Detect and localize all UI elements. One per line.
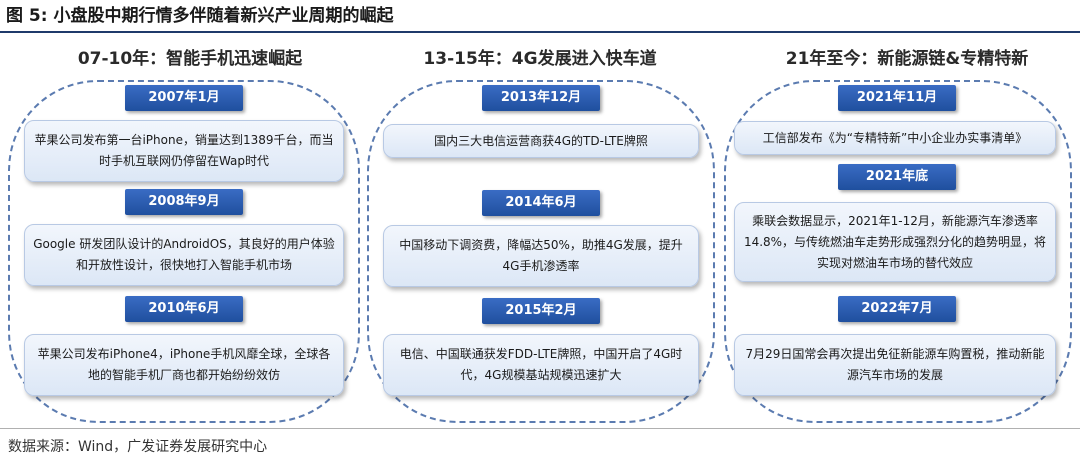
date-badge: 2008年9月 [125,189,243,215]
date-badge: 2013年12月 [482,85,600,111]
event-text: 苹果公司发布iPhone4，iPhone手机风靡全球，全球各地的智能手机厂商也都… [37,347,331,382]
column-title-smartphone: 07-10年：智能手机迅速崛起 [77,49,303,69]
event-card: 苹果公司发布iPhone4，iPhone手机风靡全球，全球各地的智能手机厂商也都… [24,334,344,396]
event-text: 中国移动下调资费，降幅达50%，助推4G发展，提升4G手机渗透率 [399,238,683,273]
event-card: 乘联会数据显示，2021年1-12月，新能源汽车渗透率14.8%，与传统燃油车走… [734,202,1056,282]
event-text: 国内三大电信运营商获4G的TD-LTE牌照 [434,133,648,148]
event-card: 国内三大电信运营商获4G的TD-LTE牌照 [383,124,699,158]
column-title-new-energy: 21年至今：新能源链&专精特新 [785,49,1029,69]
date-badge: 2007年1月 [125,85,243,111]
date-badge: 2010年6月 [125,296,243,322]
event-card: Google 研发团队设计的AndroidOS，其良好的用户体验和开放性设计，很… [24,224,344,286]
panel-new-energy [724,80,1072,423]
source-note: 数据来源：Wind，广发证券发展研究中心 [8,439,268,455]
date-badge: 2015年2月 [482,298,600,324]
event-text: Google 研发团队设计的AndroidOS，其良好的用户体验和开放性设计，很… [33,237,335,272]
event-card: 中国移动下调资费，降幅达50%，助推4G发展，提升4G手机渗透率 [383,225,699,287]
date-badge: 2014年6月 [482,190,600,216]
date-badge: 2021年11月 [838,85,956,111]
figure-title: 图 5: 小盘股中期行情多伴随着新兴产业周期的崛起 [6,6,394,26]
date-badge: 2022年7月 [838,296,956,322]
source-rule [0,428,1080,429]
event-text: 乘联会数据显示，2021年1-12月，新能源汽车渗透率14.8%，与传统燃油车走… [743,213,1047,270]
event-card: 电信、中国联通获发FDD-LTE牌照，中国开启了4G时代，4G规模基站规模迅速扩… [383,334,699,396]
event-text: 苹果公司发布第一台iPhone，销量达到1389千台，而当时手机互联网仍停留在W… [34,133,334,168]
event-text: 工信部发布《为“专精特新”中小企业办实事清单》 [762,130,1028,145]
event-card: 苹果公司发布第一台iPhone，销量达到1389千台，而当时手机互联网仍停留在W… [24,120,344,182]
event-card: 工信部发布《为“专精特新”中小企业办实事清单》 [734,121,1056,155]
event-text: 电信、中国联通获发FDD-LTE牌照，中国开启了4G时代，4G规模基站规模迅速扩… [399,347,683,382]
event-card: 7月29日国常会再次提出免征新能源车购置税，推动新能源汽车市场的发展 [734,334,1056,396]
title-rule [0,31,1080,33]
panel-4g [367,80,715,423]
date-badge: 2021年底 [838,164,956,190]
panel-smartphone [8,80,360,423]
column-title-4g: 13-15年：4G发展进入快车道 [423,49,657,69]
event-text: 7月29日国常会再次提出免征新能源车购置税，推动新能源汽车市场的发展 [745,347,1045,382]
